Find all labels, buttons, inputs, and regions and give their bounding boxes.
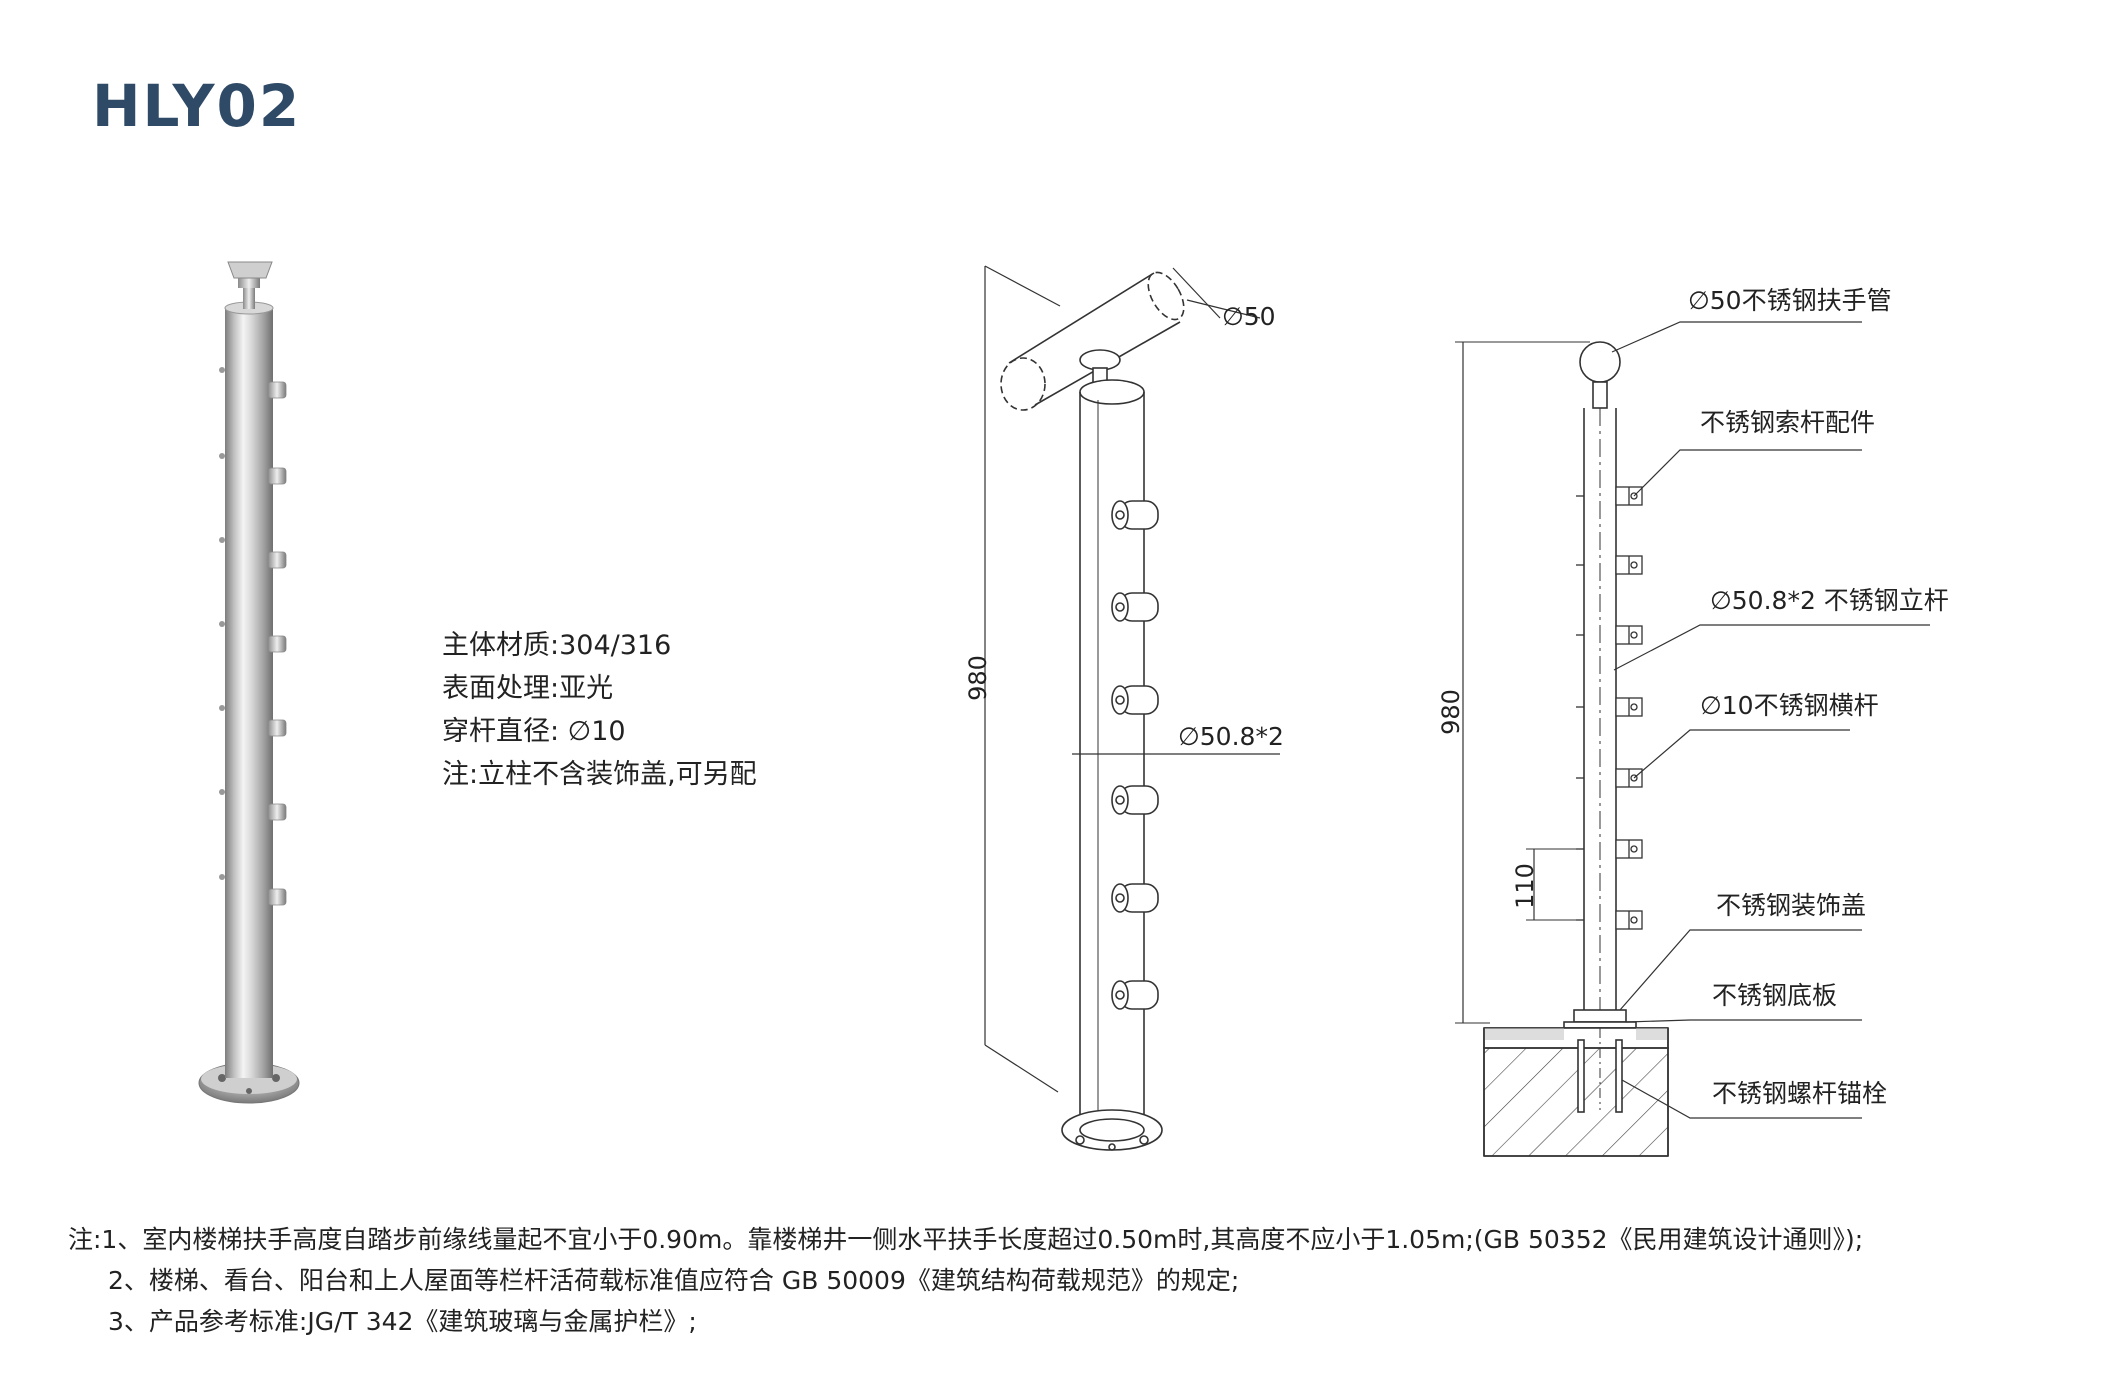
post-elevation-drawing: [1455, 321, 1930, 1157]
note-2: 2、楼梯、看台、阳台和上人屋面等栏杆活荷载标准值应符合 GB 50009《建筑结…: [108, 1266, 1240, 1295]
dim-post-diameter: ∅50.8*2: [1178, 722, 1284, 751]
label-post: ∅50.8*2 不锈钢立杆: [1710, 586, 1949, 615]
spec-surface: 表面处理:亚光: [442, 673, 614, 704]
spec-material: 主体材质:304/316: [442, 630, 672, 661]
spec-list: 主体材质:304/316 表面处理:亚光 穿杆直径: ∅10 注:立柱不含装饰盖…: [442, 624, 757, 796]
label-rod-fitting: 不锈钢索杆配件: [1700, 408, 1876, 437]
spec-rod-diameter: 穿杆直径: ∅10: [442, 716, 626, 747]
dim-rail-spacing: 110: [1510, 863, 1539, 909]
label-anchor-bolt: 不锈钢螺杆锚栓: [1712, 1079, 1888, 1108]
label-rail: ∅10不锈钢横杆: [1700, 691, 1879, 720]
label-base-plate: 不锈钢底板: [1712, 981, 1838, 1010]
dim-handrail-diameter: ∅50: [1222, 302, 1276, 331]
label-handrail: ∅50不锈钢扶手管: [1688, 286, 1892, 315]
note-1: 注:1、室内楼梯扶手高度自踏步前缘线量起不宜小于0.90m。靠楼梯井一侧水平扶手…: [68, 1225, 1864, 1254]
footnotes: 注:1、室内楼梯扶手高度自踏步前缘线量起不宜小于0.90m。靠楼梯井一侧水平扶手…: [68, 1219, 1863, 1342]
product-code-title: HLY02: [92, 72, 302, 140]
dim-height-3d: 980: [963, 655, 992, 701]
note-3: 3、产品参考标准:JG/T 342《建筑玻璃与金属护栏》;: [108, 1307, 697, 1336]
dim-height-elevation: 980: [1436, 689, 1465, 735]
post-3d-drawing: [984, 265, 1280, 1151]
label-cover: 不锈钢装饰盖: [1716, 891, 1867, 920]
post-photo: [198, 261, 300, 1104]
spec-note: 注:立柱不含装饰盖,可另配: [442, 759, 757, 790]
